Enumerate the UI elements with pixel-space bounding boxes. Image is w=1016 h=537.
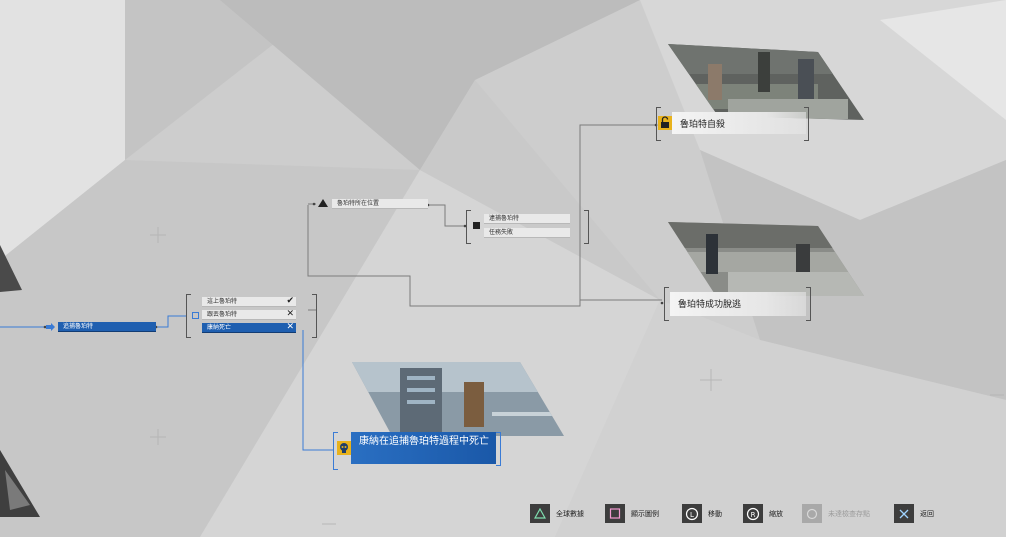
choice-catch-rupert[interactable]: 這上魯珀特 ✔: [202, 297, 296, 307]
svg-text:R: R: [751, 511, 756, 519]
ending-label: 魯珀特自殺: [680, 120, 726, 130]
node-label: 魯珀特所在位置: [337, 200, 380, 207]
bracket-right: [804, 107, 809, 141]
bracket-right: [312, 294, 317, 338]
ending-thumbnail-death: [352, 362, 564, 436]
skull-icon: [337, 441, 351, 455]
bracket-left: [333, 432, 338, 470]
legend-label: 全球數據: [556, 510, 584, 518]
legend-label: 未達檢查存點: [828, 510, 870, 518]
square-button-icon: [605, 504, 625, 523]
cross-icon: ✕: [286, 322, 294, 332]
arrow-right-icon: [46, 323, 55, 331]
choice-label: 跟丟魯珀特: [207, 311, 238, 318]
choice-connor-dies[interactable]: 康納死亡 ✕: [202, 323, 296, 333]
triangle-icon: [318, 199, 328, 207]
right-stick-icon: R: [743, 504, 763, 523]
circle-button-icon: [802, 504, 822, 523]
choice-label: 逮捕魯珀特: [489, 215, 520, 222]
ending-connor-dies[interactable]: 康納在追捕魯珀特過程中死亡: [351, 432, 496, 464]
bracket-right: [806, 287, 811, 321]
bracket-right: [584, 210, 589, 244]
cross-icon: ✕: [286, 309, 294, 319]
legend-label: 顯示圖例: [631, 510, 659, 518]
bracket-left: [466, 210, 471, 244]
choice-label: 康納死亡: [207, 324, 232, 331]
ending-rupert-escapes[interactable]: 魯珀特成功脫逃: [670, 292, 806, 316]
ending-label: 魯珀特成功脫逃: [678, 300, 742, 310]
bracket-right: [496, 432, 501, 466]
left-stick-icon: L: [682, 504, 702, 523]
legend-back[interactable]: 返回: [894, 504, 944, 524]
bracket-left: [664, 287, 669, 321]
choice-label: 這上魯珀特: [207, 298, 238, 305]
legend-show-legend[interactable]: 顯示圖例: [605, 504, 685, 524]
node-chase-rupert[interactable]: 追捕魯珀特: [58, 322, 156, 332]
choice-label: 任務失敗: [489, 229, 514, 236]
check-icon: ✔: [286, 296, 294, 306]
legend-label: 縮放: [769, 510, 783, 518]
split-icon: [473, 222, 480, 229]
lock-icon: [658, 116, 672, 130]
legend-move[interactable]: L 移動: [682, 504, 742, 524]
triangle-button-icon: [530, 504, 550, 523]
svg-text:L: L: [690, 511, 694, 519]
legend-global-stats[interactable]: 全球數據: [530, 504, 610, 524]
bracket-left: [656, 107, 661, 141]
node-label: 追捕魯珀特: [63, 323, 94, 330]
ending-thumbnail-suicide: [668, 44, 864, 120]
choice-lose-rupert[interactable]: 跟丟魯珀特 ✕: [202, 310, 296, 320]
subchoice-mission-failed[interactable]: 任務失敗: [484, 228, 570, 238]
legend-checkpoint-unavailable: 未達檢查存點: [802, 504, 892, 524]
bracket-left: [186, 294, 191, 338]
ending-rupert-suicide[interactable]: 魯珀特自殺: [672, 112, 806, 134]
node-rupert-location[interactable]: 魯珀特所在位置: [332, 199, 428, 209]
legend-label: 返回: [920, 510, 934, 518]
subchoice-arrest-rupert[interactable]: 逮捕魯珀特: [484, 214, 570, 224]
legend-label: 移動: [708, 510, 722, 518]
cross-button-icon: [894, 504, 914, 523]
ending-thumbnail-escape: [668, 222, 864, 296]
ending-label: 康納在追捕魯珀特過程中死亡: [359, 436, 489, 447]
split-icon: [192, 312, 199, 319]
legend-zoom[interactable]: R 縮放: [743, 504, 803, 524]
